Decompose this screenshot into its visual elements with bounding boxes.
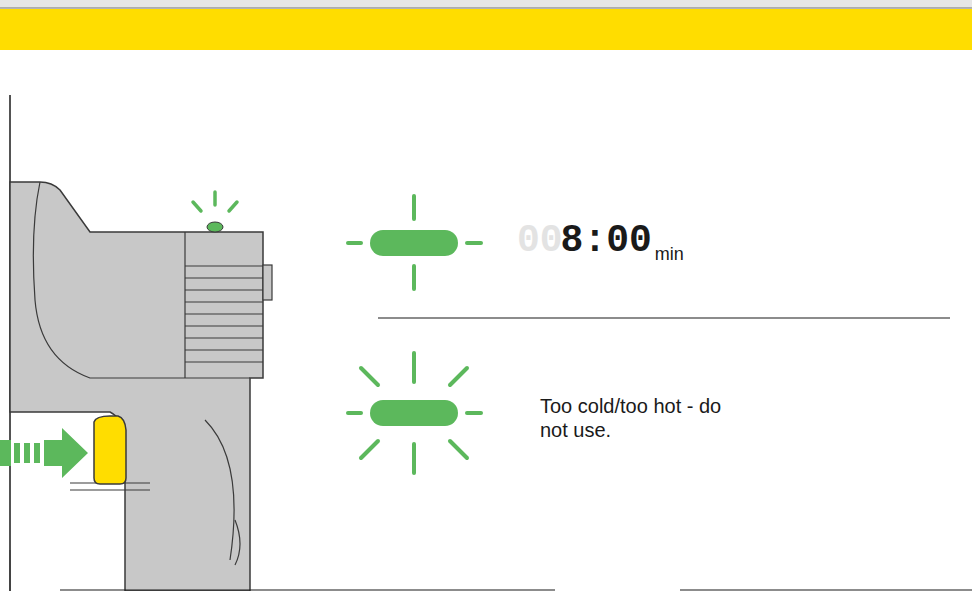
fin [185, 313, 263, 314]
led-flashing [370, 400, 458, 426]
fin [185, 277, 263, 278]
display-digits: 8:00 [561, 218, 652, 264]
display-digits-off: 00 [517, 218, 563, 264]
rear-knob [263, 265, 272, 300]
fin [185, 301, 263, 302]
head-seam [184, 232, 185, 378]
fin [185, 289, 263, 290]
warning-note: Too cold/too hot - do not use. [540, 394, 750, 442]
tool-body [10, 182, 263, 591]
cooling-fins [185, 266, 263, 362]
fin [185, 349, 263, 350]
bottom-rule [680, 589, 972, 590]
led-steady [370, 230, 458, 256]
arrow-tail [14, 443, 20, 463]
arrow-tail [34, 443, 40, 463]
fin [185, 265, 263, 266]
body-seam [33, 182, 250, 378]
top-rule [0, 7, 972, 9]
header-band [0, 9, 972, 50]
arrow-tail [24, 443, 30, 463]
led-rays [193, 192, 237, 211]
push-arrow [0, 440, 11, 466]
divider [378, 317, 950, 318]
grip-button [235, 520, 240, 565]
unit-label: min [655, 244, 684, 266]
grip-contour [205, 420, 234, 560]
top-band [0, 0, 972, 8]
fin [185, 337, 263, 338]
led-rays [348, 353, 481, 473]
status-led [207, 222, 223, 232]
bottom-rule [60, 589, 555, 590]
handle-edge [9, 550, 10, 591]
fin [185, 325, 263, 326]
push-arrow [44, 428, 88, 478]
led-rays [348, 196, 481, 289]
trigger [94, 416, 126, 484]
fin [185, 361, 263, 362]
